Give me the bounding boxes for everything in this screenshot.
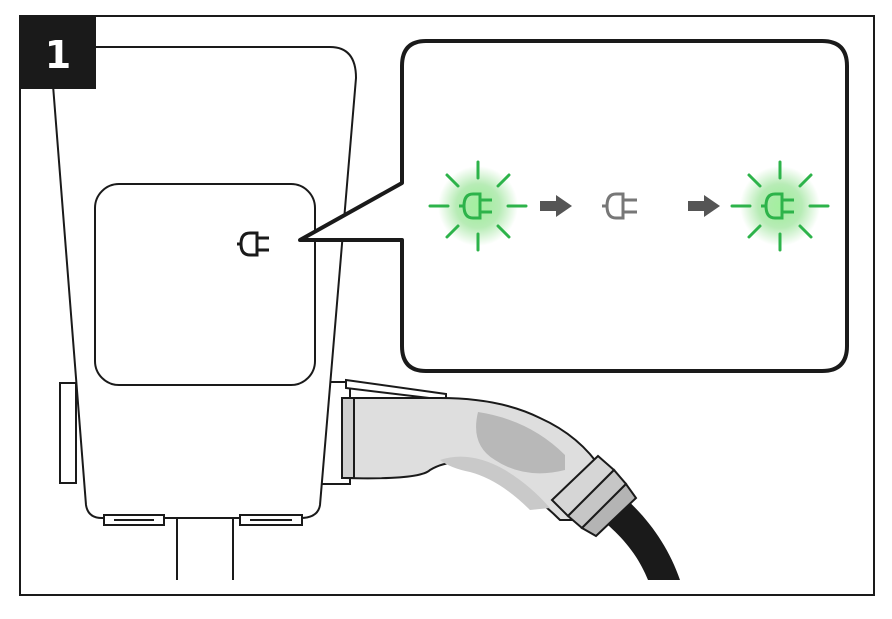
plug-icon-blinking-green [428, 160, 528, 252]
status-display-window [94, 183, 316, 386]
arrow-right-icon [540, 195, 572, 217]
plug-icon-off [602, 192, 637, 220]
arrow-right-icon [688, 195, 720, 217]
step-badge [20, 16, 96, 89]
plug-icon [237, 231, 269, 257]
charging-connector-handle [340, 378, 638, 538]
step-number: 1 [45, 33, 71, 77]
charger-bottom-clips [103, 514, 303, 526]
mounting-pole [176, 515, 234, 580]
status-callout-balloon [298, 39, 849, 373]
plug-icon-blinking-green [730, 160, 830, 252]
